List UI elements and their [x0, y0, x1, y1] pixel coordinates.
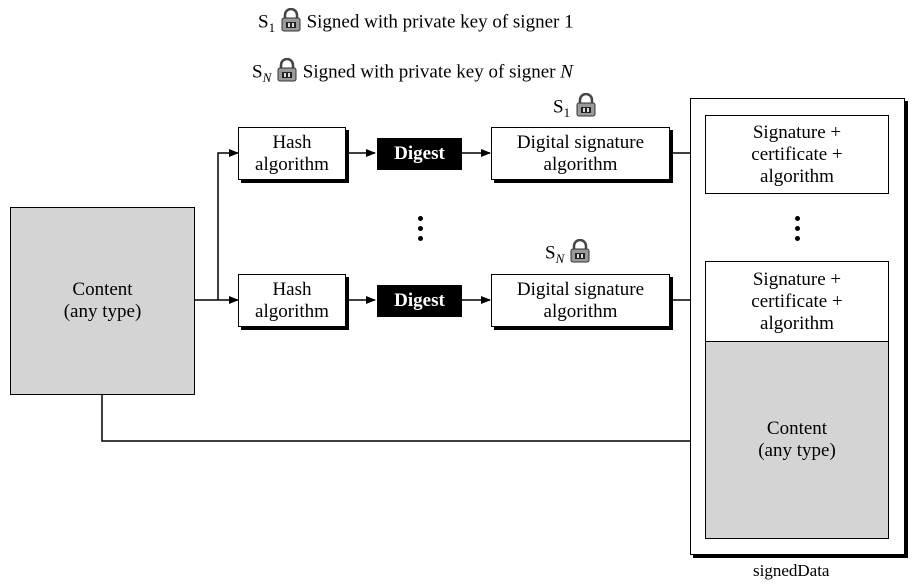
digital-signature-algorithm-box: Digital signature algorithm [491, 274, 670, 327]
content-title: Content [72, 279, 133, 300]
signature-entry-line: certificate + [751, 290, 843, 312]
signature-entry-line: algorithm [760, 312, 834, 334]
dsa-label: Digital signature [516, 131, 645, 153]
digest-box: Digest [377, 285, 462, 317]
legend-text-n: Signed with private key of signer [302, 61, 556, 83]
padlock-icon [569, 238, 591, 269]
signature-entry-1: Signature + certificate + algorithm [705, 115, 889, 194]
content-title: Content [766, 418, 828, 439]
dsa-label: algorithm [543, 153, 618, 175]
hash-label: Hash [272, 278, 312, 300]
signer-subscript: N [262, 70, 272, 86]
hash-label: algorithm [255, 153, 329, 175]
signed-content-box: Content (any type) [705, 341, 889, 539]
dsa-label: Digital signature [516, 278, 645, 300]
hash-label: Hash [272, 131, 312, 153]
signed-data-label: signedData [753, 561, 830, 580]
signer-subscript: 1 [268, 20, 276, 36]
hash-label: algorithm [255, 300, 329, 322]
legend-signer-1: S1 Signed with private key of signer 1 [258, 7, 574, 38]
dsa-label: algorithm [543, 300, 618, 322]
digital-signature-algorithm-box: Digital signature algorithm [491, 127, 670, 180]
signer-key-label-n: SN [545, 238, 591, 269]
content-subtitle: (any type) [758, 440, 836, 461]
signer-symbol: S [553, 96, 564, 118]
legend-text-1: Signed with private key of signer 1 [306, 11, 574, 33]
digest-box: Digest [377, 138, 462, 170]
signer-symbol: S [252, 61, 263, 83]
content-box: Content (any type) [10, 207, 195, 395]
padlock-icon [276, 57, 298, 88]
arrow-to-hash-1 [217, 149, 239, 300]
signature-entry-n: Signature + certificate + algorithm [705, 261, 889, 342]
hash-algorithm-box: Hash algorithm [238, 274, 346, 327]
legend-signer-n: SN Signed with private key of signer N [252, 57, 573, 88]
signature-entry-line: Signature + [752, 121, 842, 143]
signer-key-label-1: S1 [553, 92, 597, 123]
signature-entry-line: certificate + [751, 143, 843, 165]
signer-subscript: 1 [563, 105, 571, 121]
legend-text-n-var: N [560, 61, 573, 83]
padlock-icon [575, 92, 597, 123]
arrow-content-bottom [101, 395, 704, 445]
signer-symbol: S [545, 242, 556, 264]
hash-algorithm-box: Hash algorithm [238, 127, 346, 180]
signer-symbol: S [258, 11, 269, 33]
signature-entry-line: Signature + [752, 268, 842, 290]
signature-entry-line: algorithm [760, 165, 834, 187]
signer-subscript: N [555, 251, 565, 267]
content-subtitle: (any type) [63, 301, 142, 322]
padlock-icon [280, 7, 302, 38]
